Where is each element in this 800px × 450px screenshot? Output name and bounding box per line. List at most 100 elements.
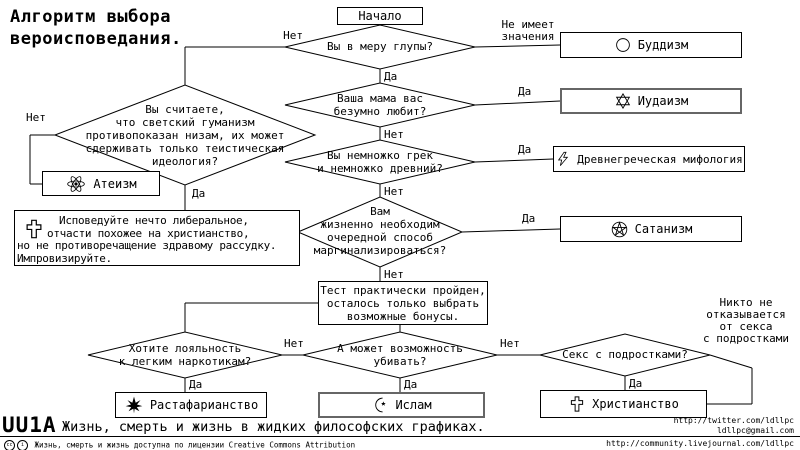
edge-label-no: Нет: [284, 337, 304, 350]
title-line: Алгоритм выбора: [10, 7, 172, 27]
decision-diamond: [87, 331, 283, 379]
decision-mama: Ваша мама вас безумно любит?: [300, 92, 460, 118]
decision-diamond: [284, 24, 476, 70]
edge-label-yes: Да: [189, 378, 203, 391]
page-title: Алгоритм выбора вероисповедания.: [10, 6, 182, 50]
decision-drugs: Хотите лояльность к легким наркотикам?: [95, 342, 275, 368]
edge-label-no-matter: Не имеет значения: [495, 19, 561, 43]
footer-livejournal-link[interactable]: http://community.livejournal.com/ldllpc: [606, 439, 794, 448]
decision-diamond: [284, 139, 476, 185]
decision-text: очередной способ: [327, 231, 433, 244]
liberal-text: Импровизируйте.: [17, 251, 112, 265]
decision-text: Вы в меру глупы?: [327, 40, 433, 53]
decision-text: Вы немножко грек: [327, 149, 433, 162]
bonus-note-box: Тест практически пройден, осталось тольк…: [318, 281, 488, 325]
decision-kill: А может возможность убивать?: [310, 342, 490, 368]
pentagram-icon: [611, 220, 627, 237]
outcome-label: Иудаизм: [637, 94, 689, 108]
edge-label-no: Нет: [500, 337, 520, 350]
edge-label-yes: Да: [629, 377, 643, 390]
edge-label-yes: Да: [522, 212, 536, 225]
edge-label-yes: Да: [518, 85, 532, 98]
decision-diamond: [296, 196, 464, 268]
outcome-label: Христианство: [592, 397, 679, 411]
connector-line: [709, 354, 753, 369]
decision-text: к легким наркотикам?: [118, 355, 252, 368]
decision-teens: Секс с подростками?: [545, 348, 705, 361]
decision-text: Секс с подростками?: [562, 348, 688, 361]
atom-icon: [67, 175, 86, 192]
bonus-text: осталось только выбрать: [326, 297, 480, 310]
decision-text: что светский гуманизм: [115, 116, 255, 129]
edge-label-no: Нет: [384, 185, 404, 198]
edge-label-line: от секса: [719, 320, 773, 333]
liberal-text: отчасти похожее на христианство,: [47, 226, 250, 240]
edge-label-line: значения: [501, 30, 555, 43]
decision-text: жизненно необходим: [320, 218, 440, 231]
liberal-text: но не противоречащение здравому рассудку…: [17, 239, 277, 252]
edge-label-no: Нет: [26, 111, 46, 124]
edge-label-yes: Да: [192, 187, 206, 200]
decision-humanism: Вы считаете, что светский гуманизм проти…: [75, 103, 295, 168]
decision-text: Вы считаете,: [145, 103, 225, 116]
decision-greek: Вы немножко грек и немножко древний?: [295, 149, 465, 175]
decision-diamond: [53, 84, 317, 186]
decision-diamond: [539, 333, 711, 377]
circle-icon: [615, 38, 630, 52]
decision-marginal: Вам жизненно необходим очередной способ …: [295, 205, 465, 257]
connector-line: [474, 44, 561, 48]
outcome-label: Атеизм: [93, 176, 137, 191]
star-of-david-icon: [615, 92, 630, 110]
bonus-text: возможные бонусы.: [346, 310, 460, 323]
title-line: вероисповедания.: [10, 29, 182, 49]
outcome-rastafarianism: Растафарианство: [115, 392, 267, 418]
decision-text: Вам: [370, 205, 390, 218]
edge-label-yes: Да: [384, 70, 398, 83]
decision-stupid: Вы в меру глупы?: [300, 40, 460, 53]
decision-text: Хотите лояльность: [128, 342, 242, 355]
footer-divider: [0, 436, 800, 437]
outcome-buddhism: Буддизм: [560, 32, 742, 58]
edge-label-nobody-refuses: Никто не отказывается от секса с подрост…: [694, 297, 798, 345]
edge-label-no: Нет: [283, 29, 303, 42]
outcome-judaism: Иудаизм: [560, 88, 742, 114]
decision-text: противопоказан низам, их может: [85, 129, 285, 142]
connector-line: [474, 158, 554, 163]
outcome-label: Ислам: [395, 398, 432, 412]
connector-line: [461, 228, 561, 233]
outcome-christianity: Христианство: [540, 390, 707, 418]
liberal-text: Исповедуйте нечто либеральное,: [59, 214, 249, 227]
cannabis-leaf-icon: [125, 396, 143, 414]
outcome-greek-mythology: Древнегреческая мифология: [553, 146, 745, 172]
decision-text: убивать?: [373, 355, 427, 368]
decision-diamond: [284, 82, 476, 128]
edge-label-yes: Да: [404, 378, 418, 391]
footer-email-link[interactable]: ldllpc@gmail.com: [716, 426, 794, 435]
outcome-satanism: Сатанизм: [560, 216, 742, 242]
footer-twitter-link[interactable]: http://twitter.com/ldllpc: [673, 416, 794, 425]
outcome-label: Растафарианство: [149, 398, 259, 412]
decision-text: Ваша мама вас: [336, 92, 424, 105]
decision-text: безумно любит?: [333, 105, 427, 118]
edge-label-yes: Да: [518, 143, 532, 156]
edge-label-line: Никто не: [719, 296, 773, 309]
edge-label-line: Не имеет: [501, 18, 555, 31]
outcome-label: Буддизм: [637, 38, 689, 52]
by-icon: i: [17, 440, 28, 450]
edge-label-no: Нет: [384, 268, 404, 281]
outcome-label: Сатанизм: [634, 222, 693, 236]
crescent-star-icon: [375, 397, 387, 413]
footer-series-title: Жизнь, смерть и жизнь в жидких философск…: [62, 419, 485, 435]
cc-icon: cc: [4, 440, 15, 450]
start-label: Начало: [358, 9, 402, 23]
edge-label-line: с подростками: [702, 332, 790, 345]
outcome-atheism: Атеизм: [42, 171, 160, 196]
connector-line: [474, 100, 561, 106]
decision-diamond: [302, 331, 498, 379]
liberal-terminal-box: Исповедуйте нечто либеральное, отчасти п…: [14, 210, 300, 266]
lightning-icon: [558, 151, 569, 166]
edge-label-no: Нет: [384, 128, 404, 141]
